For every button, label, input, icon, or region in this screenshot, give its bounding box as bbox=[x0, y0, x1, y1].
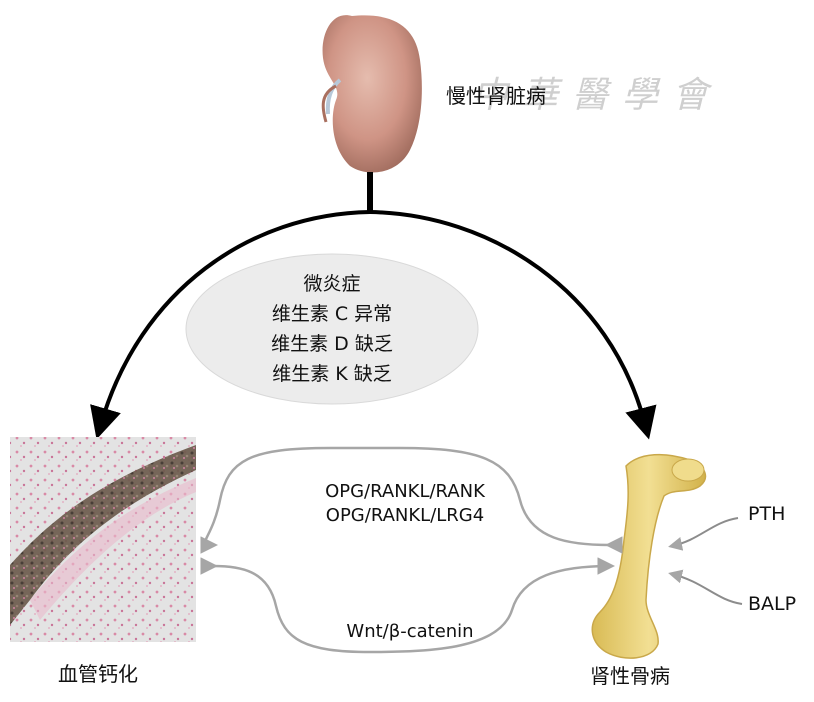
pathway-label: OPG/RANKL/RANK bbox=[325, 481, 485, 502]
factors-ellipse bbox=[185, 253, 479, 405]
bone-illustration bbox=[591, 453, 707, 659]
pth-label: PTH bbox=[748, 503, 786, 525]
factor-item: 维生素 D 缺乏 bbox=[271, 333, 393, 355]
arrow-to-vascular bbox=[90, 210, 371, 440]
lower-pathway-label: Wnt/β-catenin bbox=[346, 621, 474, 642]
vascular-calcification-image bbox=[10, 437, 196, 642]
pathway-arrow-upper bbox=[200, 446, 623, 554]
pathway-label: OPG/RANKL/LRG4 bbox=[325, 505, 485, 526]
kidney-label: 慢性肾脏病 bbox=[446, 84, 546, 108]
pathway-arrow-lower bbox=[200, 557, 615, 654]
watermark: 中華醫學會 bbox=[472, 75, 723, 116]
kidney-illustration bbox=[321, 15, 422, 212]
upper-pathway-labels: OPG/RANKL/RANK OPG/RANKL/LRG4 bbox=[290, 480, 520, 528]
factor-item: 维生素 C 异常 bbox=[271, 303, 393, 325]
balp-arrow bbox=[668, 569, 743, 605]
center-factors: 微炎症 维生素 C 异常 维生素 D 缺乏 维生素 K 缺乏 bbox=[186, 254, 478, 404]
pth-arrow bbox=[668, 517, 739, 551]
arrow-to-bone bbox=[369, 210, 657, 440]
factor-item: 微炎症 bbox=[303, 273, 361, 295]
factor-item: 维生素 K 缺乏 bbox=[272, 363, 392, 385]
balp-label: BALP bbox=[748, 593, 797, 615]
renal-bone-disease-label: 肾性骨病 bbox=[590, 664, 670, 688]
vascular-calcification-label: 血管钙化 bbox=[58, 662, 138, 686]
